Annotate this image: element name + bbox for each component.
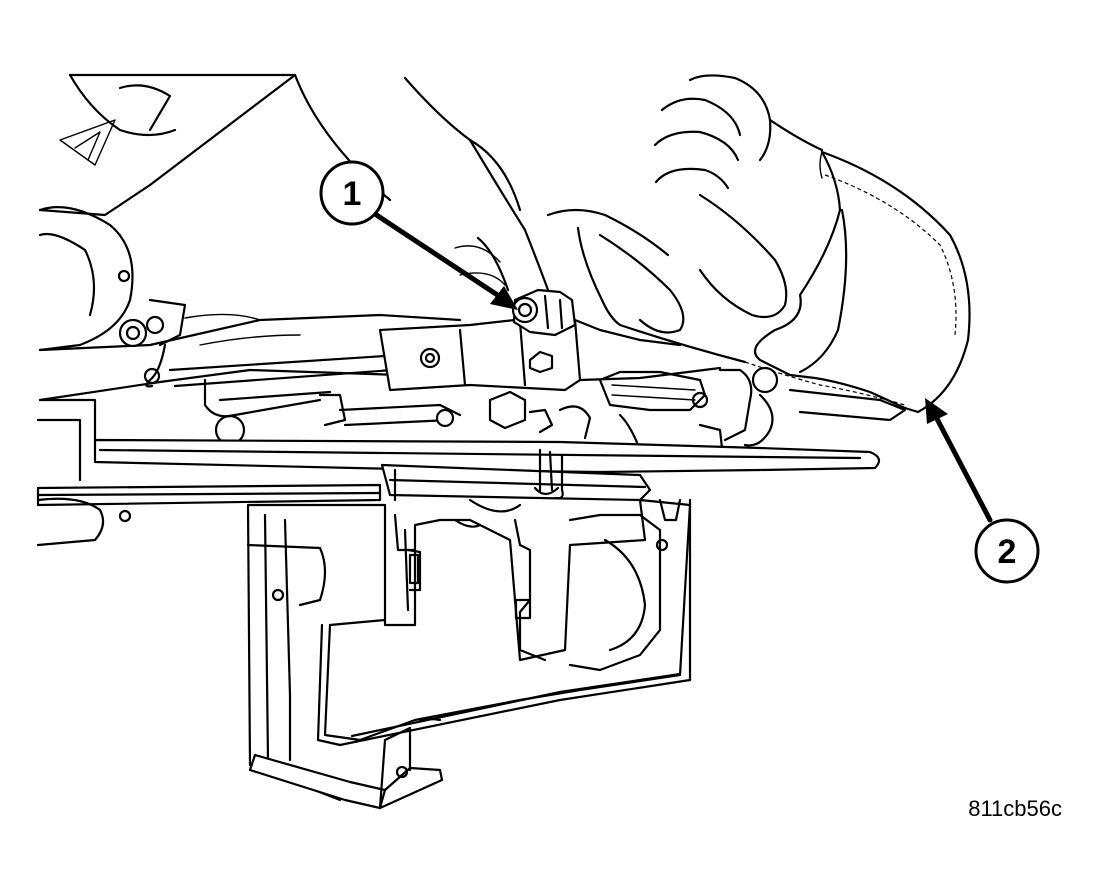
shop-towel xyxy=(744,150,971,414)
callout-2: 2 xyxy=(974,518,1040,584)
bracket-foot xyxy=(248,726,444,810)
leader-arrow-2 xyxy=(925,398,993,523)
leader-arrow-1 xyxy=(369,209,518,310)
svg-text:1: 1 xyxy=(343,175,362,213)
callout-1: 1 xyxy=(319,160,385,226)
lower-support-bracket xyxy=(246,498,692,802)
right-hand xyxy=(546,74,824,364)
fastener-nut xyxy=(511,288,577,337)
linkage-left xyxy=(38,298,462,402)
linkage-rods xyxy=(203,366,907,450)
svg-text:2: 2 xyxy=(998,533,1017,571)
cross-rail xyxy=(36,398,881,547)
upper-left-body xyxy=(38,73,297,352)
central-bracket xyxy=(378,313,722,392)
figure-id: 811cb56c xyxy=(968,796,1062,821)
rail-clip xyxy=(380,448,652,502)
